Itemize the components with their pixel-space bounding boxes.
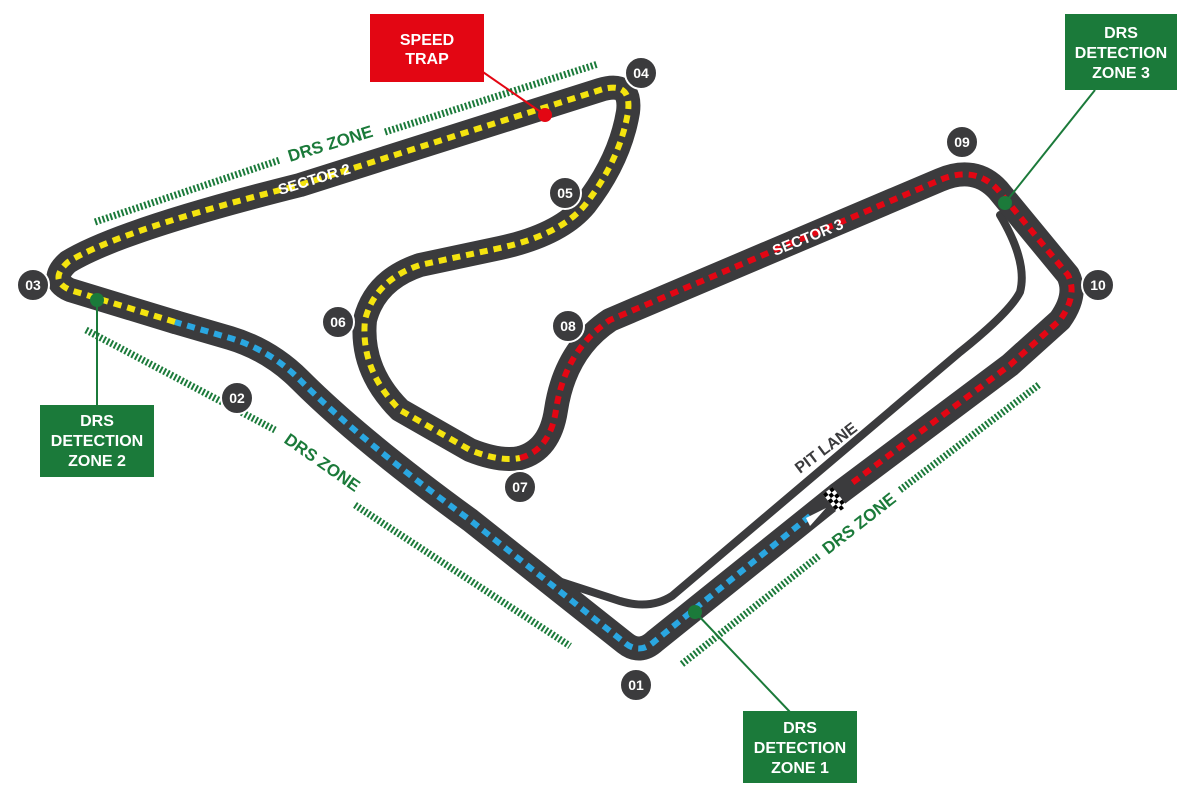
box-text: ZONE 2 (68, 453, 126, 470)
turn-number: 06 (330, 314, 346, 330)
box-text: DRS (783, 720, 817, 737)
speed-trap-point (538, 108, 552, 122)
turn-number: 10 (1090, 277, 1106, 293)
drs-zones (84, 60, 1043, 667)
sector-1-line (174, 319, 812, 652)
turn-number: 01 (628, 677, 644, 693)
turn-marker-circle (321, 305, 355, 339)
box-text: ZONE 3 (1092, 65, 1150, 82)
track (46, 75, 1084, 661)
box-text: DRS (1104, 25, 1138, 42)
turn-marker-10: 10 (1081, 268, 1115, 302)
turn-marker-circle (503, 470, 537, 504)
turn-marker-circle (619, 668, 653, 702)
turn-marker-circle (1081, 268, 1115, 302)
turn-number: 05 (557, 185, 573, 201)
detection-point-1 (688, 605, 702, 619)
turn-marker-04: 04 (624, 56, 658, 90)
sector-2-line (55, 84, 632, 462)
pit-lane (536, 211, 1026, 609)
speed-trap-text: SPEED (400, 32, 454, 49)
turn-marker-09: 09 (945, 125, 979, 159)
turn-marker-02: 02 (220, 381, 254, 415)
turn-marker-circle (548, 176, 582, 210)
drs-zone-right-a (679, 552, 823, 667)
detection-zone-2-box: DRS DETECTION ZONE 2 (40, 405, 154, 477)
turn-number: 02 (229, 390, 245, 406)
turn-marker-06: 06 (321, 305, 355, 339)
drs-zone-top-a (93, 156, 282, 226)
sector-3-line (519, 171, 1075, 489)
speed-trap-line (479, 69, 546, 116)
box-text: ZONE 1 (771, 760, 829, 777)
speed-trap-text: TRAP (405, 51, 449, 68)
turn-marker-circle (945, 125, 979, 159)
drs-zone-right-b (897, 381, 1043, 493)
turn-marker-circle (220, 381, 254, 415)
turn-marker-circle (624, 56, 658, 90)
drs-zone-top-b (383, 60, 600, 136)
detection-line-1 (694, 611, 791, 713)
drs-zone-left-b (353, 502, 572, 649)
turn-marker-05: 05 (548, 176, 582, 210)
turn-marker-circle (16, 268, 50, 302)
box-text: DETECTION (754, 740, 846, 757)
speed-trap-box: SPEED TRAP (370, 14, 484, 82)
detection-point-2 (90, 293, 104, 307)
detection-zone-3-box: DRS DETECTION ZONE 3 (1065, 14, 1177, 90)
box-text: DETECTION (51, 433, 143, 450)
arrow-icon (806, 508, 826, 526)
detection-line-3 (1004, 89, 1096, 204)
turn-marker-08: 08 (551, 309, 585, 343)
turn-number: 09 (954, 134, 970, 150)
turn-number: 03 (25, 277, 41, 293)
turn-number: 04 (633, 65, 649, 81)
turn-number: 07 (512, 479, 528, 495)
turn-marker-03: 03 (16, 268, 50, 302)
turn-marker-07: 07 (503, 470, 537, 504)
turn-marker-01: 01 (619, 668, 653, 702)
checkered-flag-icon (822, 486, 848, 514)
box-text: DRS (80, 413, 114, 430)
detection-point-3 (998, 196, 1012, 210)
sector-2-label: SECTOR 2 (276, 161, 352, 199)
detection-zone-1-box: DRS DETECTION ZONE 1 (743, 711, 857, 783)
turn-number: 08 (560, 318, 576, 334)
box-text: DETECTION (1075, 45, 1167, 62)
turn-marker-circle (551, 309, 585, 343)
